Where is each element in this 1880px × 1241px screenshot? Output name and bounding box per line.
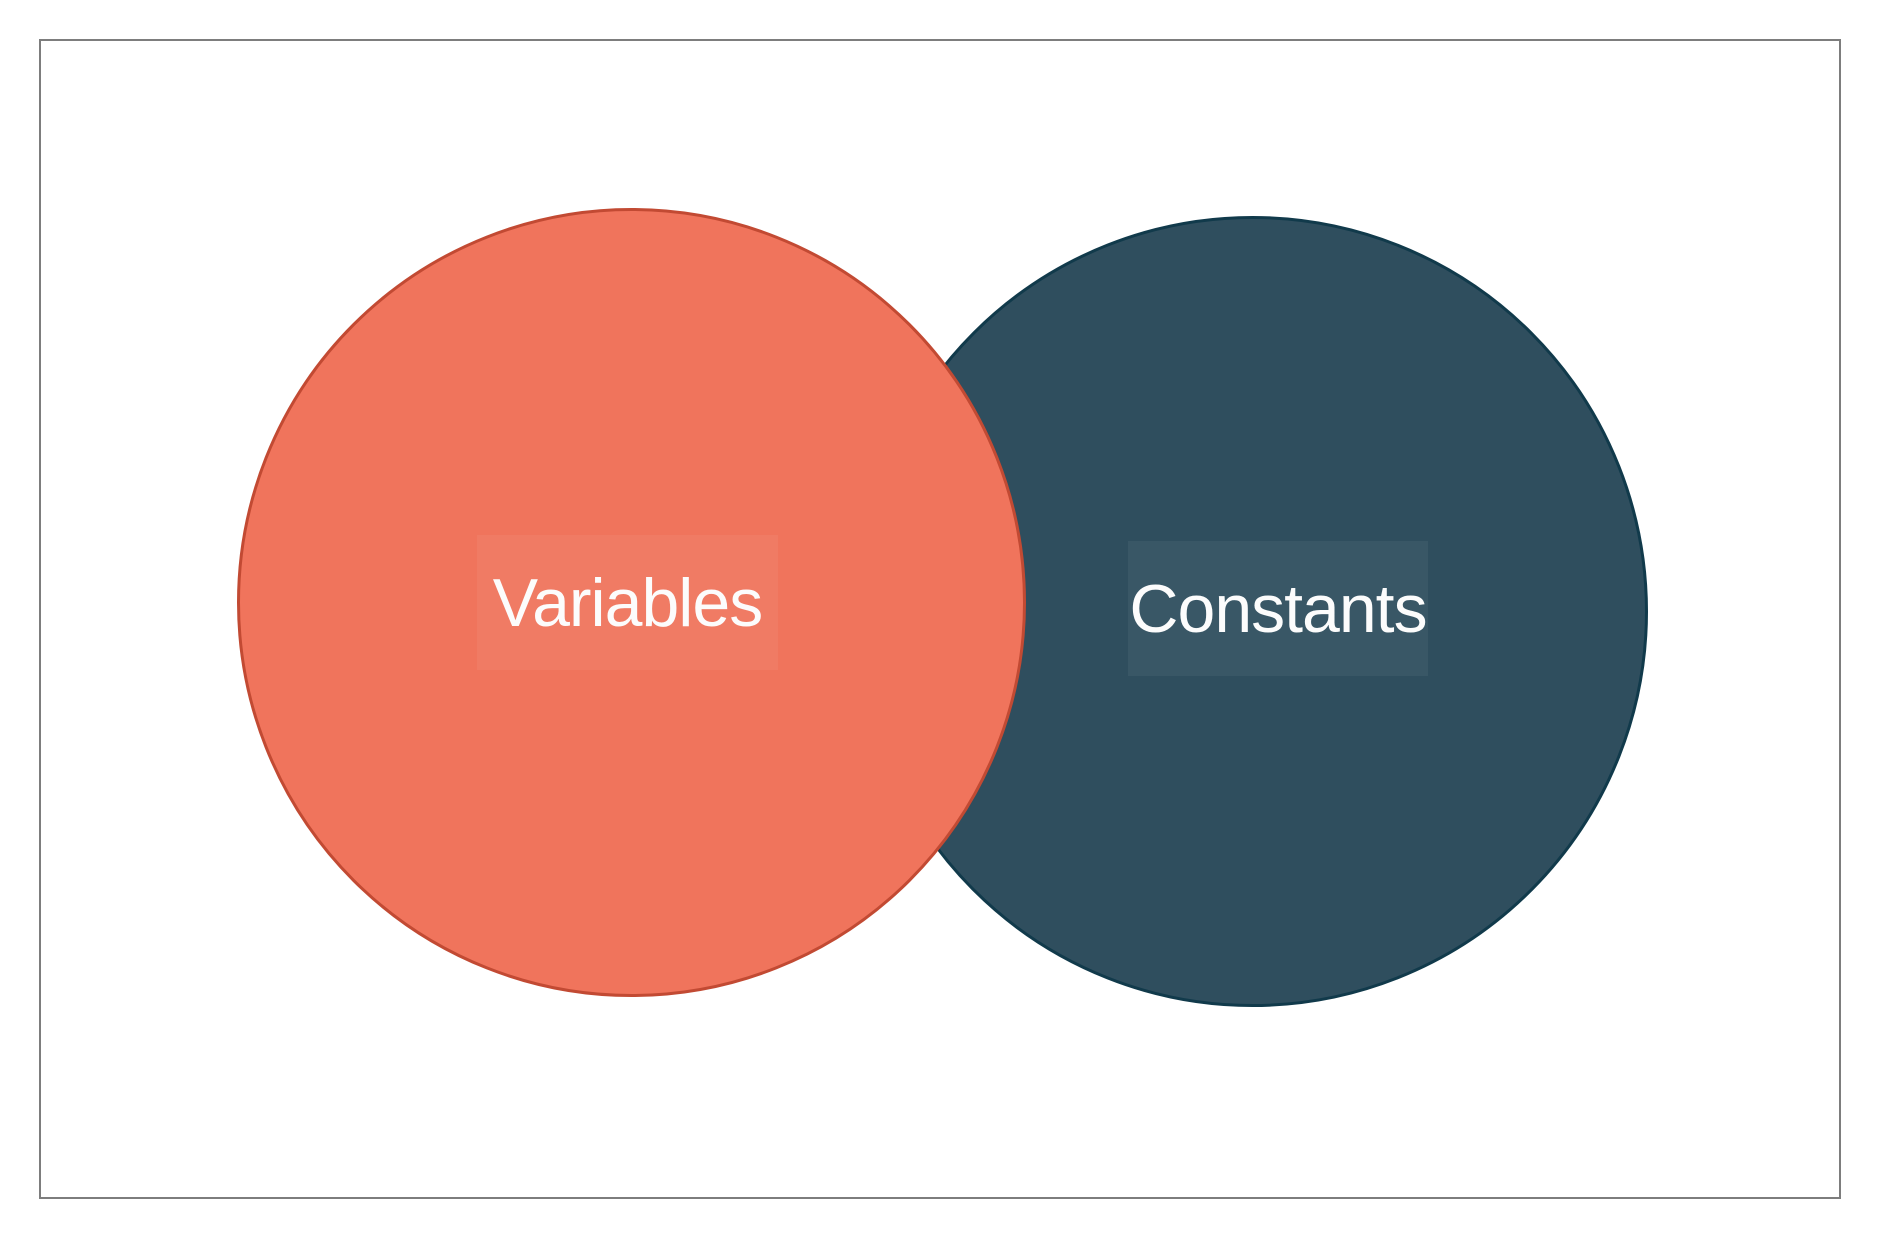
constants-label-box: Constants	[1128, 541, 1428, 676]
constants-label: Constants	[1129, 570, 1427, 647]
variables-label: Variables	[492, 564, 763, 641]
variables-label-box: Variables	[477, 535, 778, 670]
diagram-frame: Variables Constants	[39, 39, 1841, 1199]
variables-circle	[237, 208, 1026, 997]
